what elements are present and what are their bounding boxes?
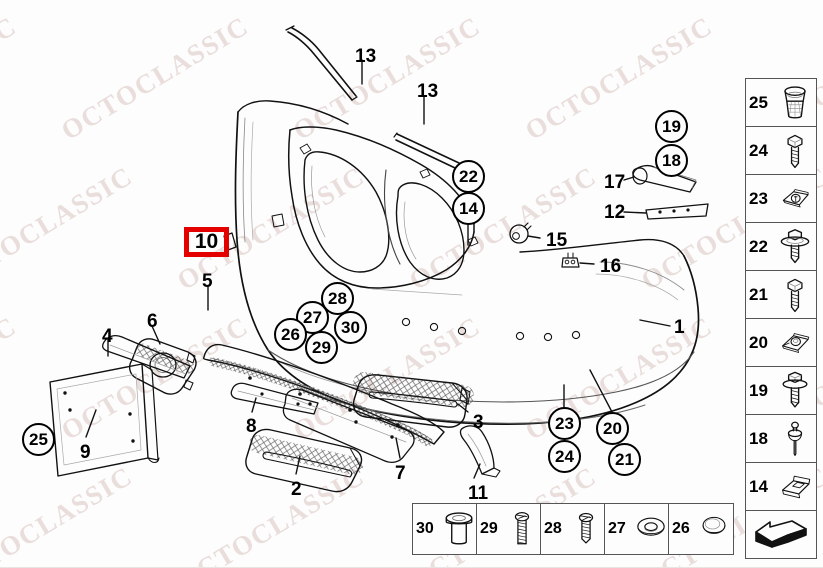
strip-number: 28 (544, 520, 562, 537)
circled-part-number-22: 22 (452, 160, 485, 193)
fastener-cell-20: 20 (746, 319, 816, 367)
fastener-number: 23 (749, 188, 768, 208)
part-number-2: 2 (291, 479, 302, 500)
grommet-sleeve-icon (773, 79, 816, 126)
part-number-6: 6 (147, 311, 158, 332)
part-number-17: 17 (604, 172, 626, 193)
part-number-1: 1 (674, 317, 685, 338)
fastener-cell-18: 18 (746, 415, 816, 463)
collar-bushing-icon (439, 504, 479, 554)
part-number-4: 4 (102, 326, 113, 347)
circled-part-number-18: 18 (655, 144, 688, 177)
part-number-13: 13 (417, 81, 439, 102)
part-number-7: 7 (395, 463, 406, 484)
fastener-cell-19: 19 (746, 367, 816, 415)
fastener-number: 20 (749, 332, 768, 352)
circled-part-number-30: 30 (334, 311, 367, 344)
flat-washer-icon (631, 504, 671, 554)
fastener-strip: 30 29 28 27 26 (412, 503, 734, 555)
part-number-16: 16 (600, 256, 622, 277)
pan-head-screw-icon (503, 504, 540, 554)
circled-part-number-20: 20 (596, 412, 629, 445)
circled-part-number-23: 23 (548, 407, 581, 440)
fastener-cell-25: 25 (746, 79, 816, 127)
highlight-part-number: 10 (194, 230, 219, 253)
strip-cell-29: 29 (477, 504, 541, 554)
strip-cell-28: 28 (541, 504, 605, 554)
fastener-number: 24 (749, 140, 768, 160)
square-nut-block-icon (773, 463, 816, 510)
flanged-hex-screw-icon (773, 367, 816, 414)
circled-part-number-29: 29 (305, 331, 338, 364)
strip-number: 30 (416, 520, 434, 537)
highlight-box-part-10 (184, 227, 229, 257)
fastener-number: 22 (749, 236, 768, 256)
nut-plate-icon (773, 319, 816, 366)
part-number-3: 3 (473, 412, 484, 433)
part-number-9: 9 (80, 442, 91, 463)
circled-part-number-27: 27 (296, 301, 329, 334)
rivet-pin-icon (773, 415, 816, 462)
fastener-number: 19 (749, 380, 768, 400)
strip-cell-30: 30 (413, 504, 477, 554)
fastener-cell-22: 22 (746, 223, 816, 271)
circled-part-number-21: 21 (608, 443, 641, 476)
flanged-washer-screw-icon (773, 223, 816, 270)
fastener-sidebar: 25 24 23 22 21 20 19 18 14 (745, 78, 817, 559)
circled-part-number-24: 24 (548, 440, 581, 473)
fastener-cell-24: 24 (746, 127, 816, 175)
fastener-number: 25 (749, 92, 768, 112)
part-number-11: 11 (468, 483, 489, 504)
fastener-cell-arrow (746, 511, 816, 559)
fastener-number: 14 (749, 476, 768, 496)
strip-number: 27 (608, 520, 626, 537)
pan-head-screw-short-icon (567, 504, 604, 554)
part-number-8: 8 (246, 416, 257, 437)
clip-plate-icon (773, 175, 816, 222)
hex-head-screw-icon (773, 271, 816, 318)
strip-cell-27: 27 (605, 504, 669, 554)
direction-arrow-icon (746, 511, 816, 558)
part-number-12: 12 (604, 202, 626, 223)
circled-part-number-19: 19 (655, 110, 688, 143)
part-number-13: 13 (355, 46, 377, 67)
strip-cell-26: 26 (669, 504, 733, 554)
hex-head-screw-icon (773, 127, 816, 174)
round-cap-icon (695, 504, 733, 554)
strip-number: 29 (480, 520, 498, 537)
circled-part-number-14: 14 (452, 192, 485, 225)
part-number-5: 5 (202, 271, 213, 292)
part-number-15: 15 (546, 230, 568, 251)
fastener-cell-14: 14 (746, 463, 816, 511)
fastener-number: 21 (749, 284, 768, 304)
fastener-cell-23: 23 (746, 175, 816, 223)
circled-part-number-26: 26 (274, 318, 307, 351)
fastener-cell-21: 21 (746, 271, 816, 319)
strip-number: 26 (672, 520, 690, 537)
circled-part-number-25: 25 (22, 423, 55, 456)
fastener-number: 18 (749, 428, 768, 448)
